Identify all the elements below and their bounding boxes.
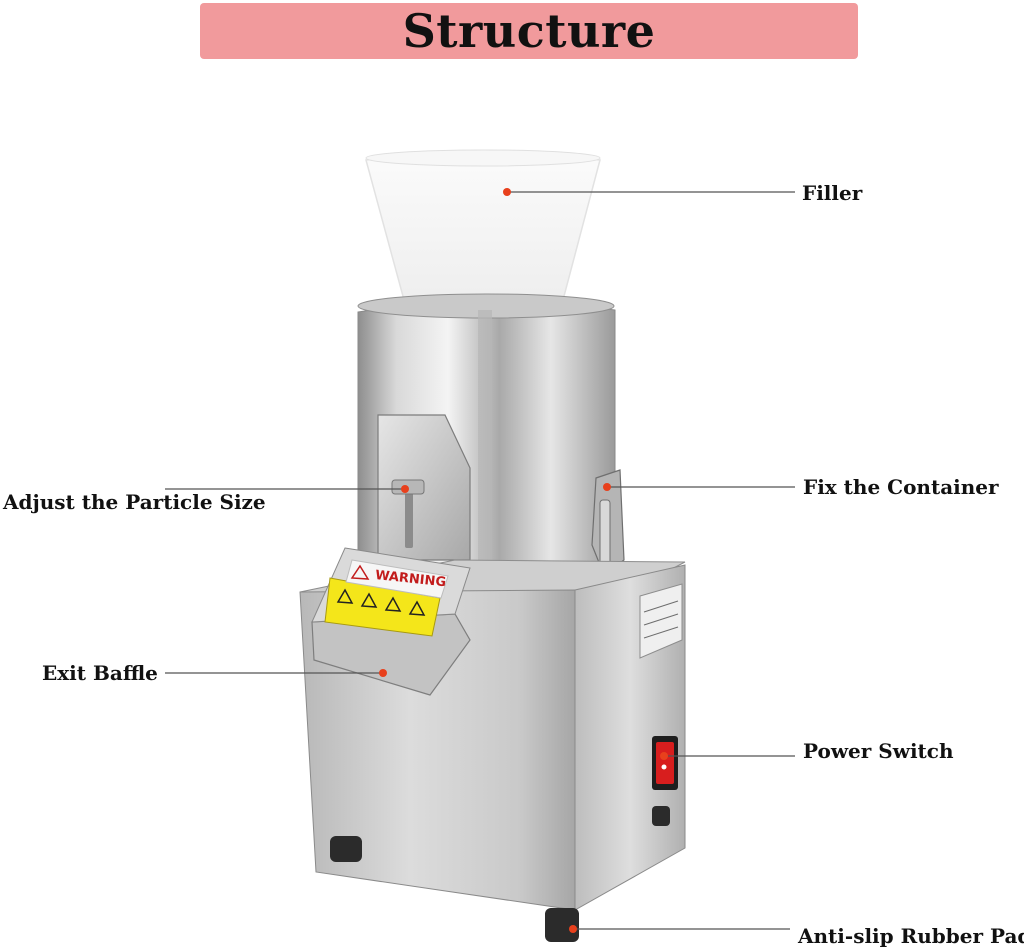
adjust-slot: [405, 484, 413, 548]
callout-markers: [379, 188, 668, 933]
hopper-rim: [365, 149, 601, 167]
label-power-switch: Power Switch: [803, 739, 954, 763]
label-fix-container: Fix the Container: [803, 475, 999, 499]
filler-hopper: [365, 152, 601, 306]
rubber-foot-front-left: [330, 836, 362, 862]
marker-rubber-pad: [569, 925, 577, 933]
rubber-foot-front-right: [545, 908, 579, 942]
warning-header: [345, 559, 449, 599]
rubber-foot-back-right: [652, 806, 670, 826]
diagram-title: Structure: [402, 4, 656, 58]
side-nameplate: [639, 583, 683, 659]
leader-lines: [165, 191, 795, 930]
clamp-lever: [599, 499, 611, 571]
marker-fix-container: [603, 483, 611, 491]
marker-power-switch: [660, 752, 668, 760]
title-banner: Structure: [200, 3, 858, 59]
label-filler: Filler: [802, 181, 863, 205]
label-adjust-particle: Adjust the Particle Size: [3, 490, 266, 514]
warning-triangle-icons: [336, 588, 426, 616]
label-exit-baffle: Exit Baffle: [42, 661, 158, 685]
label-rubber-pad: Anti-slip Rubber Pad: [798, 924, 1024, 948]
marker-adjust-particle: [401, 485, 409, 493]
marker-filler: [503, 188, 511, 196]
marker-exit-baffle: [379, 669, 387, 677]
power-switch: [656, 742, 674, 784]
container-seam: [478, 310, 492, 610]
